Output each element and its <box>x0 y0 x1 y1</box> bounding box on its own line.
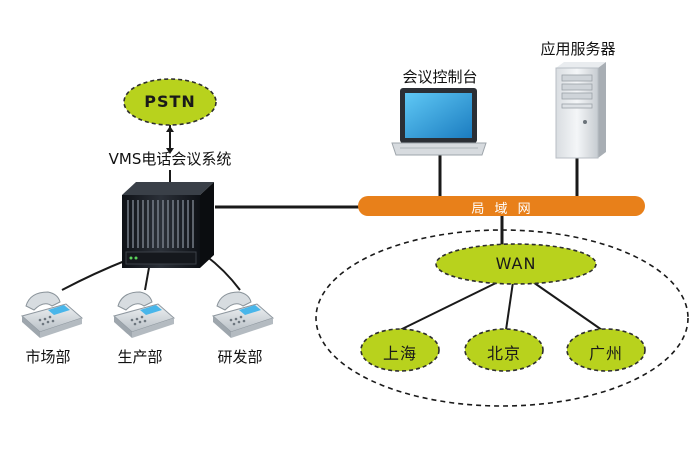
department-label-rnd: 研发部 <box>217 348 263 366</box>
wan-to-beijing-line <box>505 281 514 331</box>
desk-phone-icon <box>20 291 83 338</box>
beijing-node <box>464 328 544 372</box>
city-label-beijing: 北京 <box>486 344 521 363</box>
vms-chassis-icon <box>122 182 214 268</box>
laptop-icon <box>391 88 487 156</box>
vms-to-rnd-line <box>204 254 241 291</box>
vms-system-label: VMS电话会议系统 <box>108 150 232 168</box>
shanghai-node <box>360 328 440 372</box>
desk-phone-icon <box>211 291 274 338</box>
wan-to-shanghai-line <box>399 280 501 331</box>
app-server-label: 应用服务器 <box>540 40 616 58</box>
lan-bar <box>358 196 645 216</box>
guangzhou-node <box>566 328 646 372</box>
arrow-down-icon <box>166 148 174 154</box>
arrow-up-icon <box>166 126 174 132</box>
city-label-guangzhou: 广州 <box>588 344 623 363</box>
wan-to-guangzhou-line <box>529 279 603 331</box>
wan-boundary <box>315 229 689 407</box>
desk-phone-icon <box>112 291 175 338</box>
wan-node <box>435 243 597 285</box>
city-label-shanghai: 上海 <box>382 344 417 363</box>
lan-label: 局 域 网 <box>471 202 534 217</box>
pstn-node <box>123 78 217 126</box>
pstn-label: PSTN <box>144 92 196 111</box>
department-label-market: 市场部 <box>25 348 71 366</box>
department-label-production: 生产部 <box>117 348 163 366</box>
tower-server-icon <box>555 62 606 159</box>
wan-label: WAN <box>495 254 537 273</box>
console-label: 会议控制台 <box>402 68 478 86</box>
